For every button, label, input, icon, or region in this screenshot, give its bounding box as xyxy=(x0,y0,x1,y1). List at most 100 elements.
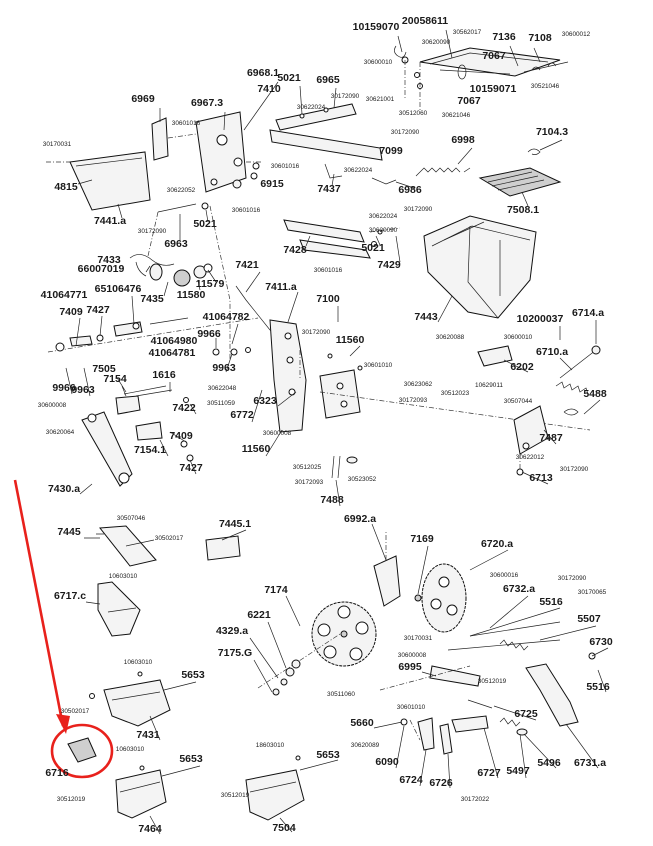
part-label-30502017: 30502017 xyxy=(61,708,90,715)
part-label-4329-a: 4329.a xyxy=(216,625,248,637)
part-label-6720-a: 6720.a xyxy=(481,538,513,550)
part-label-30172090: 30172090 xyxy=(404,206,433,213)
part-label-7433: 7433 xyxy=(97,254,121,266)
part-label-20058611: 20058611 xyxy=(402,15,448,27)
part-label-6726: 6726 xyxy=(429,777,453,789)
part-label-30172090: 30172090 xyxy=(391,129,420,136)
part-label-30511059: 30511059 xyxy=(207,400,235,407)
part-label-5021: 5021 xyxy=(361,242,385,254)
part-label-7154: 7154 xyxy=(103,373,127,385)
part-label-7099: 7099 xyxy=(379,145,403,157)
part-arm-7430 xyxy=(81,411,133,487)
highlight-annotation xyxy=(13,479,114,779)
part-label-6730: 6730 xyxy=(589,636,613,648)
part-label-7427: 7427 xyxy=(179,462,203,474)
part-label-6323: 6323 xyxy=(253,395,277,407)
part-crossbar-7428 xyxy=(283,219,401,259)
part-label-7464: 7464 xyxy=(138,823,162,835)
part-label-11560: 11560 xyxy=(242,443,271,455)
part-label-30600008: 30600008 xyxy=(398,652,427,659)
part-label-5021: 5021 xyxy=(193,218,217,230)
part-label-6716: 6716 xyxy=(45,767,69,779)
part-label-5021: 5021 xyxy=(277,72,301,84)
part-label-5497: 5497 xyxy=(506,765,530,777)
part-label-7488: 7488 xyxy=(320,494,344,506)
part-label-4815: 4815 xyxy=(54,181,78,193)
part-label-30621046: 30621046 xyxy=(442,112,471,119)
part-label-7104-3: 7104.3 xyxy=(536,126,568,138)
part-label-30507044: 30507044 xyxy=(504,398,533,405)
part-label-7174: 7174 xyxy=(264,584,288,596)
part-label-30600008: 30600008 xyxy=(263,430,292,437)
part-label-7508-1: 7508.1 xyxy=(507,204,539,216)
part-label-6714-a: 6714.a xyxy=(572,307,604,319)
part-label-10200037: 10200037 xyxy=(517,313,564,325)
part-label-5488: 5488 xyxy=(583,388,607,400)
part-label-41064771: 41064771 xyxy=(41,289,88,301)
part-label-6710-a: 6710.a xyxy=(536,346,568,358)
part-label-30620089: 30620089 xyxy=(351,742,380,749)
part-label-6986: 6986 xyxy=(398,184,422,196)
part-label-66007019: 66007019 xyxy=(78,263,125,275)
part-label-30523052: 30523052 xyxy=(348,476,377,483)
part-label-7427: 7427 xyxy=(86,304,110,316)
part-label-30600016: 30600016 xyxy=(490,572,519,579)
part-label-10159070: 10159070 xyxy=(353,21,400,33)
part-gear-6720 xyxy=(414,563,467,633)
part-label-6963: 6963 xyxy=(164,238,188,250)
part-label-9966: 9966 xyxy=(197,328,221,340)
part-label-7429: 7429 xyxy=(377,259,401,271)
part-label-30622012: 30622012 xyxy=(516,454,545,461)
part-label-5507: 5507 xyxy=(577,613,601,625)
part-lever-7410 xyxy=(269,103,397,185)
part-label-30600010: 30600010 xyxy=(364,59,393,66)
part-label-18603010: 18603010 xyxy=(256,742,285,749)
part-bracket-plate xyxy=(151,111,262,193)
red-highlight-circle xyxy=(50,723,114,779)
part-label-65106476: 65106476 xyxy=(95,283,142,295)
part-label-30521046: 30521046 xyxy=(531,83,560,90)
part-label-30172090: 30172090 xyxy=(138,228,167,235)
part-label-11560: 11560 xyxy=(336,334,365,346)
part-label-30600008: 30600008 xyxy=(38,402,67,409)
part-label-30172090: 30172090 xyxy=(302,329,331,336)
part-label-41064782: 41064782 xyxy=(203,311,250,323)
part-label-6995: 6995 xyxy=(398,661,422,673)
part-label-30622052: 30622052 xyxy=(167,187,196,194)
part-label-7428: 7428 xyxy=(283,244,307,256)
part-label-6772: 6772 xyxy=(230,409,254,421)
part-label-5653: 5653 xyxy=(316,749,340,761)
part-pad-7508 xyxy=(478,148,562,197)
part-label-6202: 6202 xyxy=(510,361,534,373)
part-label-6221: 6221 xyxy=(247,609,271,621)
part-label-7169: 7169 xyxy=(410,533,434,545)
part-label-7487: 7487 xyxy=(539,432,563,444)
part-gear-7174 xyxy=(257,601,377,696)
part-label-6968-1: 6968.1 xyxy=(247,67,279,79)
part-label-6724: 6724 xyxy=(399,774,423,786)
part-label-30512023: 30512023 xyxy=(441,390,470,397)
part-label-5653: 5653 xyxy=(179,753,203,765)
part-label-7411-a: 7411.a xyxy=(265,281,297,293)
part-label-7505: 7505 xyxy=(92,363,116,375)
part-label-30172090: 30172090 xyxy=(558,575,587,582)
part-label-30512019: 30512019 xyxy=(478,678,507,685)
part-label-30620088: 30620088 xyxy=(436,334,465,341)
part-shaft-7488 xyxy=(331,455,401,607)
part-label-11579: 11579 xyxy=(196,278,225,290)
part-label-30623062: 30623062 xyxy=(404,381,433,388)
part-label-6713: 6713 xyxy=(529,472,553,484)
part-label-7410: 7410 xyxy=(257,83,281,95)
part-label-30601016: 30601016 xyxy=(271,163,300,170)
part-label-30620090: 30620090 xyxy=(369,227,398,234)
part-label-30601016: 30601016 xyxy=(314,267,343,274)
part-label-11580: 11580 xyxy=(177,289,206,301)
part-label-7421: 7421 xyxy=(235,259,259,271)
part-pulley-6915 xyxy=(232,172,258,189)
part-cover-plate xyxy=(46,151,151,211)
part-label-7409: 7409 xyxy=(169,430,193,442)
part-label-30562017: 30562017 xyxy=(453,29,482,36)
part-label-30170031: 30170031 xyxy=(43,141,72,148)
